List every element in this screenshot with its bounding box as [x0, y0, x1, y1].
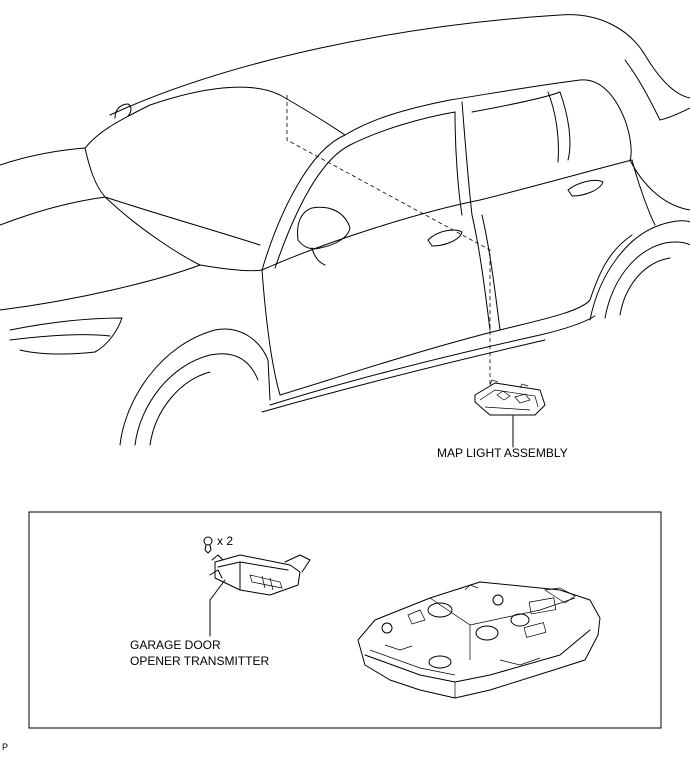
screw-icon: [203, 536, 213, 554]
map-light-assembly-detail: [357, 581, 601, 699]
map-light-assembly-part: [474, 379, 546, 416]
garage-door-label-line1: GARAGE DOOR: [130, 638, 221, 652]
map-light-assembly-label: MAP LIGHT ASSEMBLY: [437, 446, 568, 460]
corner-code-label: P: [2, 742, 9, 752]
car-illustration: [0, 14, 690, 446]
garage-door-opener-transmitter-part: [209, 554, 311, 596]
transmitter-leader: [209, 579, 226, 637]
screw-quantity-label: x 2: [217, 534, 234, 548]
garage-door-label-line2: OPENER TRANSMITTER: [130, 654, 270, 668]
detail-inset-frame: [28, 511, 662, 729]
